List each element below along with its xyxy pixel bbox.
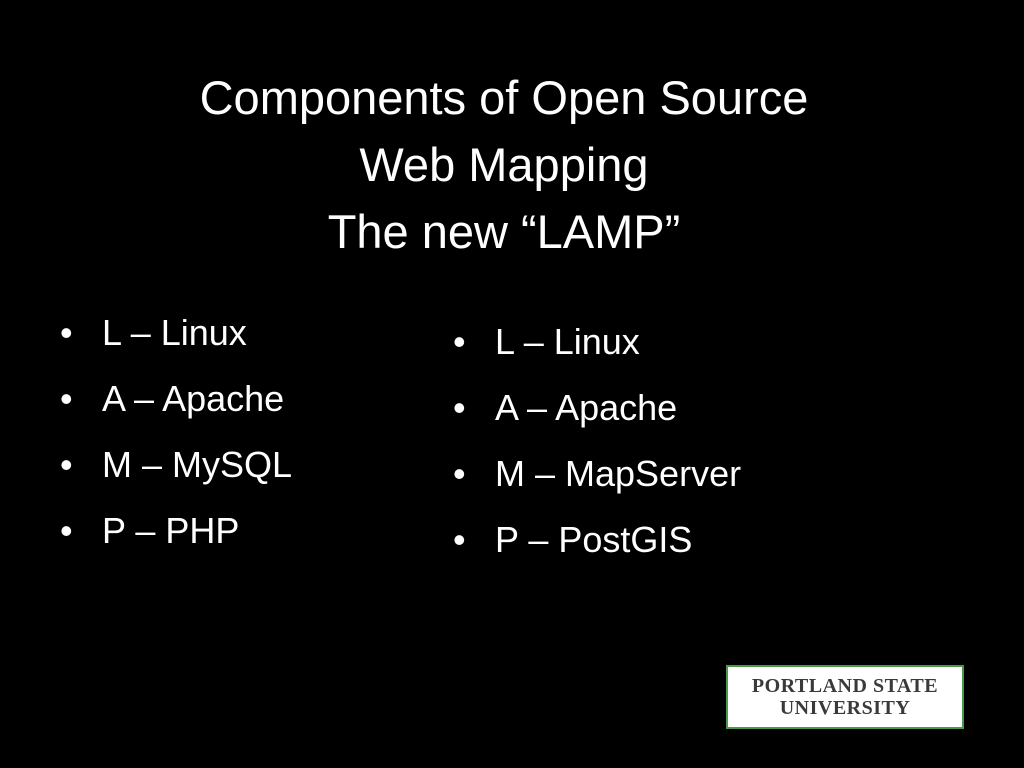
list-item-text: P – PHP xyxy=(102,510,240,551)
portland-state-university-logo: Portland State University xyxy=(726,665,964,729)
bullet-icon: • xyxy=(60,444,73,485)
list-item: • M – MySQL xyxy=(60,445,292,511)
list-item: • L – Linux xyxy=(453,322,741,388)
bullet-icon: • xyxy=(453,519,466,560)
list-item: • A – Apache xyxy=(60,379,292,445)
list-item: • A – Apache xyxy=(453,388,741,454)
list-item-text: L – Linux xyxy=(102,312,247,353)
bullet-icon: • xyxy=(453,387,466,428)
bullet-list-left: • L – Linux • A – Apache • M – MySQL • P – P… xyxy=(60,313,292,577)
list-item: • L – Linux xyxy=(60,313,292,379)
logo-line-2: University xyxy=(779,697,911,719)
list-item: • P – PostGIS xyxy=(453,520,741,586)
list-item: • M – MapServer xyxy=(453,454,741,520)
list-item: • P – PHP xyxy=(60,511,292,577)
list-item-text: L – Linux xyxy=(495,321,640,362)
logo-line-1: Portland State xyxy=(751,675,939,697)
title-line-3: The new “LAMP” xyxy=(327,205,681,258)
bullet-list-right: • L – Linux • A – Apache • M – MapServer • P… xyxy=(453,322,741,586)
bullet-icon: • xyxy=(453,453,466,494)
bullet-icon: • xyxy=(60,312,73,353)
list-item-text: M – MySQL xyxy=(102,444,293,485)
list-item-text: P – PostGIS xyxy=(495,519,693,560)
list-item-text: M – MapServer xyxy=(495,453,742,494)
bullet-icon: • xyxy=(60,510,73,551)
slide-title: Components of Open Source Web Mapping Th… xyxy=(0,64,1008,265)
title-line-2: Web Mapping xyxy=(359,138,649,191)
title-line-1: Components of Open Source xyxy=(199,71,809,124)
list-item-text: A – Apache xyxy=(495,387,678,428)
bullet-icon: • xyxy=(453,321,466,362)
list-item-text: A – Apache xyxy=(102,378,285,419)
bullet-icon: • xyxy=(60,378,73,419)
